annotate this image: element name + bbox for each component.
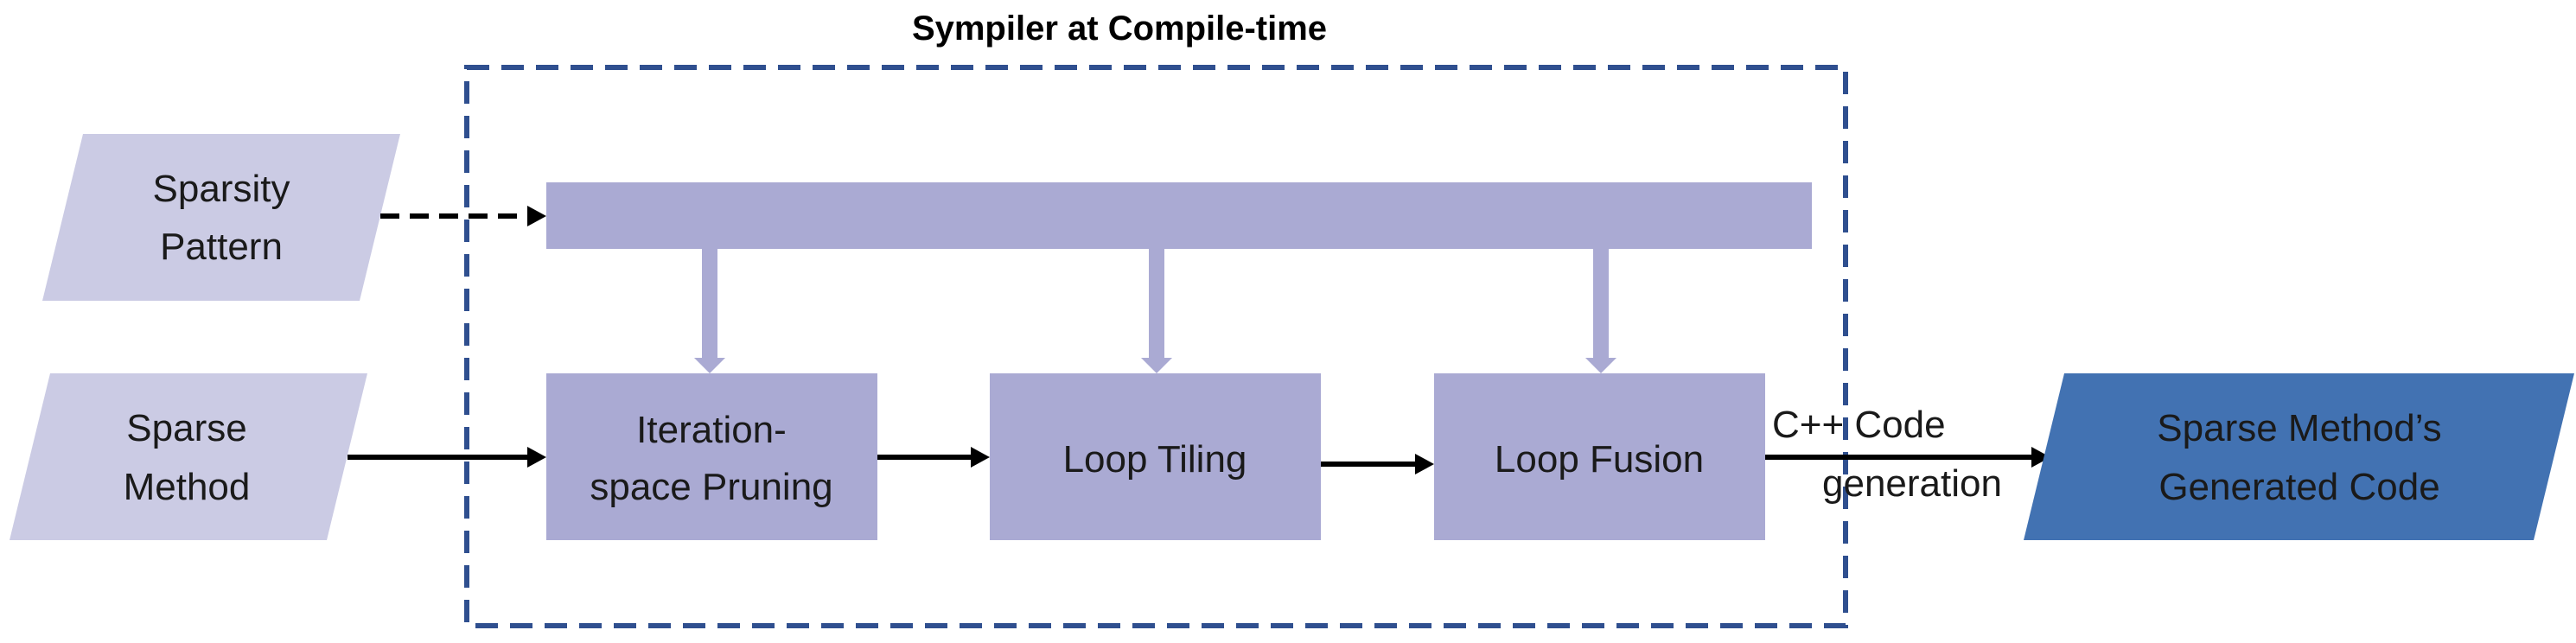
sparsity-pattern-input: Sparsity Pattern bbox=[42, 134, 400, 301]
sparse-method-label-line2: Method bbox=[124, 466, 251, 508]
generated-code-output: Sparse Method’s Generated Code bbox=[2024, 373, 2574, 540]
sparsity-pattern-shape bbox=[42, 134, 400, 301]
generated-code-label-line2: Generated Code bbox=[2158, 466, 2439, 508]
sparse-method-input: Sparse Method bbox=[10, 373, 367, 540]
generated-code-label-line1: Sparse Method’s bbox=[2157, 407, 2441, 449]
stage-pruning-label-line1: Iteration- bbox=[636, 409, 787, 451]
down-arrow-tiling bbox=[1141, 249, 1172, 373]
diagram-title: Sympiler at Compile-time bbox=[912, 10, 1327, 48]
stage-loop-fusion: Loop Fusion bbox=[1434, 373, 1765, 540]
arrow-fusion-to-output bbox=[1765, 447, 2050, 468]
down-arrow-fusion bbox=[1585, 249, 1616, 373]
stage-tiling-label: Loop Tiling bbox=[1063, 438, 1247, 481]
sparsity-pattern-label-line2: Pattern bbox=[160, 226, 283, 268]
codegen-label-line2: generation bbox=[1822, 462, 2002, 505]
sparse-method-label-line1: Sparse bbox=[126, 407, 246, 449]
sparse-method-shape bbox=[10, 373, 367, 540]
stage-pruning-label-line2: space Pruning bbox=[590, 466, 832, 508]
generated-code-shape bbox=[2024, 373, 2574, 540]
stage-fusion-label: Loop Fusion bbox=[1495, 438, 1704, 481]
down-arrow-pruning bbox=[694, 249, 725, 373]
sparsity-pattern-label-line1: Sparsity bbox=[153, 168, 290, 210]
arrow-method-to-pruning bbox=[348, 447, 546, 468]
stage-loop-tiling: Loop Tiling bbox=[990, 373, 1321, 540]
inspector-bar bbox=[546, 182, 1812, 249]
dashed-arrow-sparsity-to-bar bbox=[380, 206, 546, 226]
arrow-pruning-to-tiling bbox=[877, 447, 990, 468]
arrow-tiling-to-fusion bbox=[1321, 454, 1434, 474]
codegen-label-line1: C++ Code bbox=[1772, 404, 1946, 446]
stage-iteration-space-pruning: Iteration- space Pruning bbox=[546, 373, 877, 540]
